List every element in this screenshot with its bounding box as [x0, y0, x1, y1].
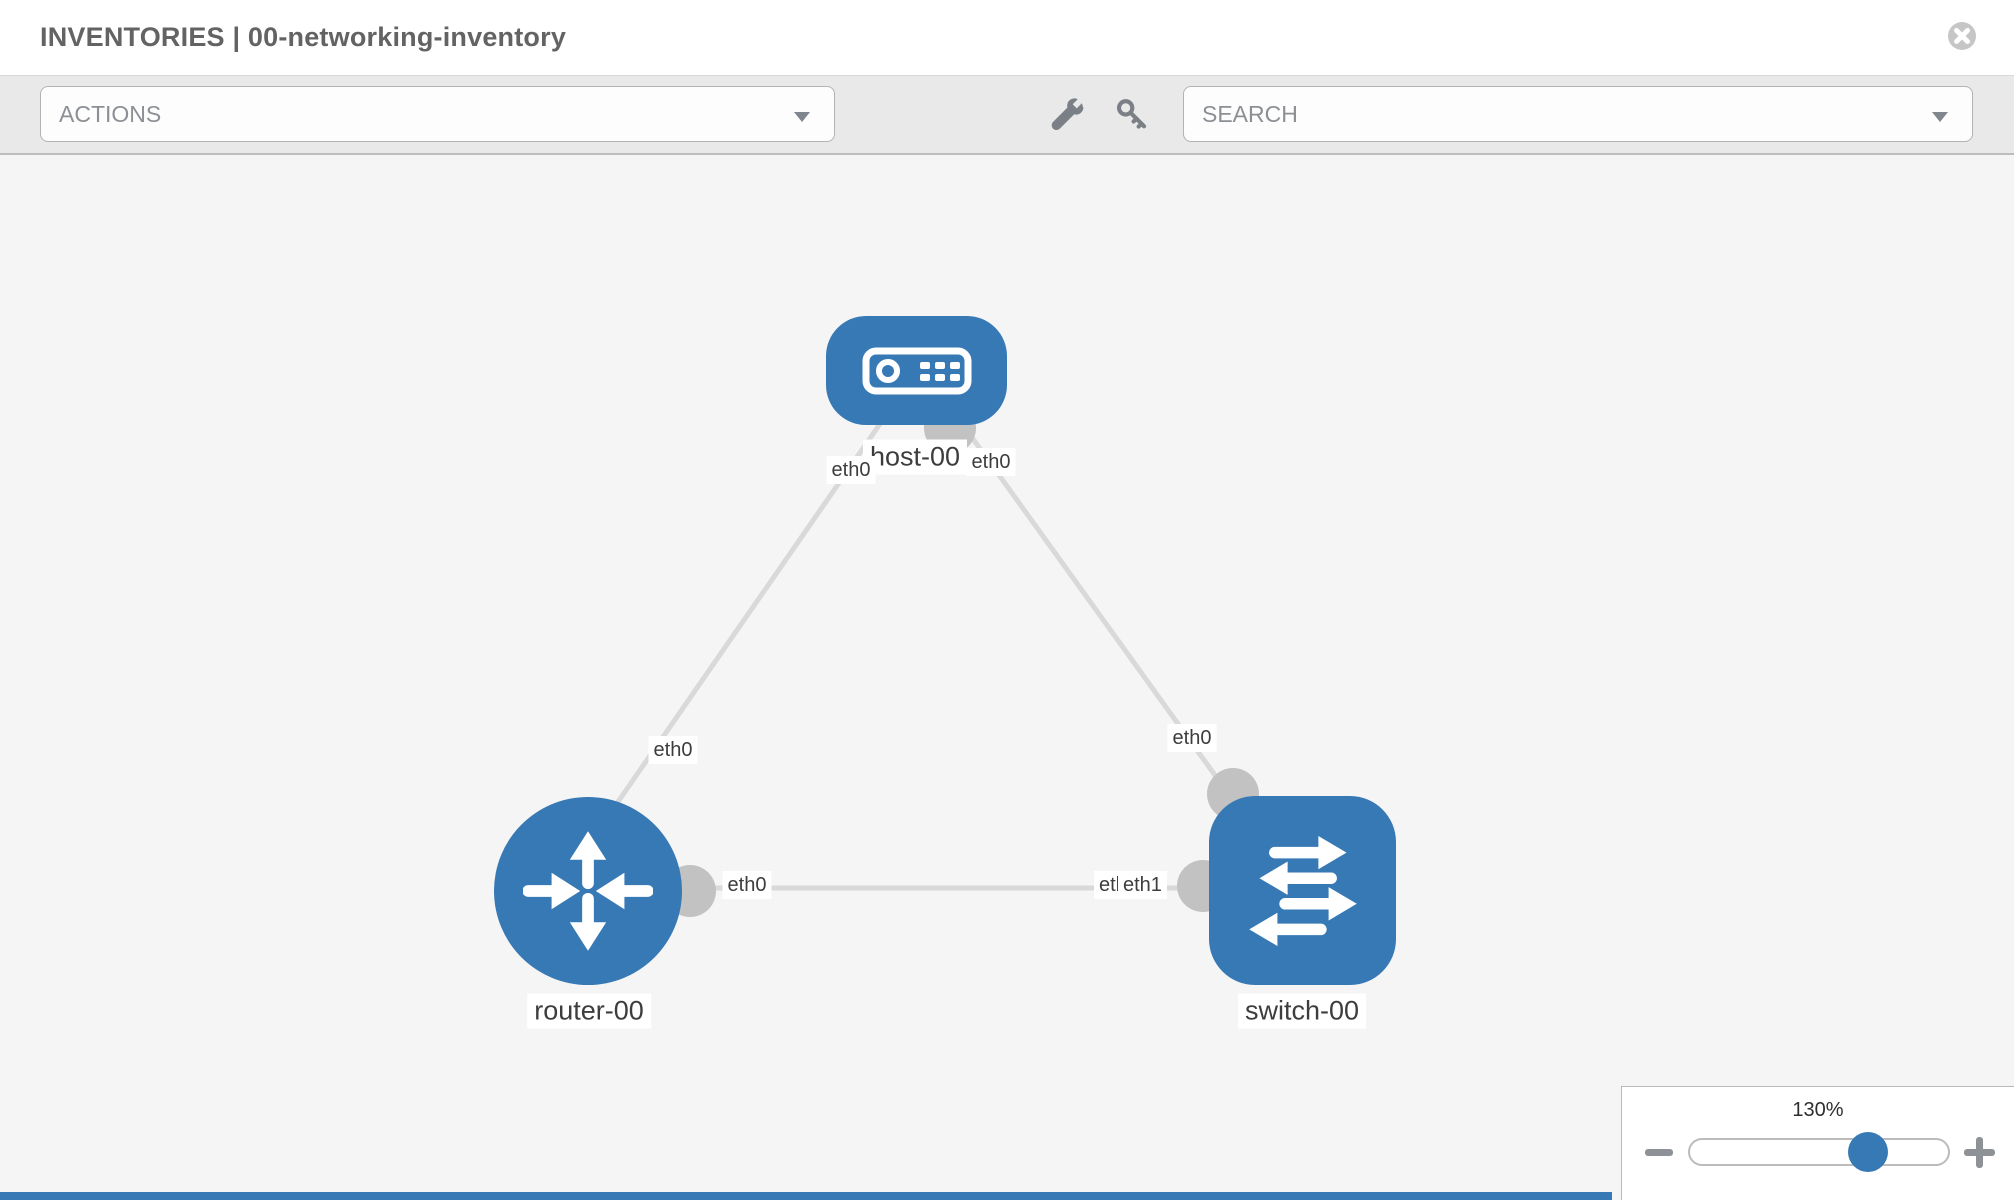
- chevron-down-icon: [1932, 112, 1948, 122]
- configure-button[interactable]: [1048, 96, 1088, 136]
- credentials-button[interactable]: [1112, 96, 1152, 136]
- search-dropdown[interactable]: SEARCH: [1183, 86, 1973, 142]
- node-switch-00[interactable]: [1209, 796, 1396, 985]
- zoom-level: 130%: [1792, 1099, 1844, 1121]
- page-title: INVENTORIES | 00-networking-inventory: [40, 22, 567, 52]
- zoom-panel: 130%: [1621, 1086, 2014, 1200]
- iface-label: eth0: [966, 448, 1016, 476]
- router-icon: [523, 831, 653, 951]
- close-button[interactable]: [1947, 21, 1977, 51]
- topology-canvas[interactable]: host-00 router-00 switch-00 eth0 eth0 et…: [0, 155, 2014, 1200]
- host-icon: [862, 347, 971, 394]
- zoom-out-button[interactable]: [1644, 1130, 1674, 1174]
- node-label-host: host-00: [862, 439, 968, 475]
- iface-label: eth0: [1167, 724, 1217, 752]
- zoom-slider-thumb[interactable]: [1848, 1132, 1888, 1172]
- close-icon: [1948, 22, 1976, 50]
- node-label-router: router-00: [527, 993, 651, 1029]
- actions-dropdown-label: ACTIONS: [59, 101, 162, 127]
- iface-label: eth0: [826, 456, 876, 484]
- zoom-in-button[interactable]: [1964, 1130, 1995, 1174]
- search-dropdown-label: SEARCH: [1202, 101, 1298, 127]
- iface-label: eth0: [722, 871, 772, 899]
- node-router-00[interactable]: [494, 797, 682, 985]
- node-host-00[interactable]: [826, 316, 1007, 425]
- switch-icon: [1248, 835, 1357, 946]
- actions-dropdown[interactable]: ACTIONS: [40, 86, 835, 142]
- plus-icon: [1976, 1137, 1983, 1168]
- minus-icon: [1645, 1149, 1673, 1156]
- iface-label: eth1: [1118, 871, 1167, 899]
- zoom-slider[interactable]: [1688, 1132, 1950, 1172]
- links-layer: [592, 393, 1259, 917]
- chevron-down-icon: [794, 112, 810, 122]
- node-label-switch: switch-00: [1237, 993, 1367, 1029]
- iface-label: eth0: [648, 736, 698, 764]
- key-icon: [1116, 99, 1147, 129]
- header: INVENTORIES | 00-networking-inventory: [0, 0, 2014, 75]
- wrench-icon: [1051, 98, 1084, 131]
- bottom-panel-edge: [0, 1192, 1612, 1200]
- toolbar: ACTIONS SEARCH: [0, 75, 2014, 155]
